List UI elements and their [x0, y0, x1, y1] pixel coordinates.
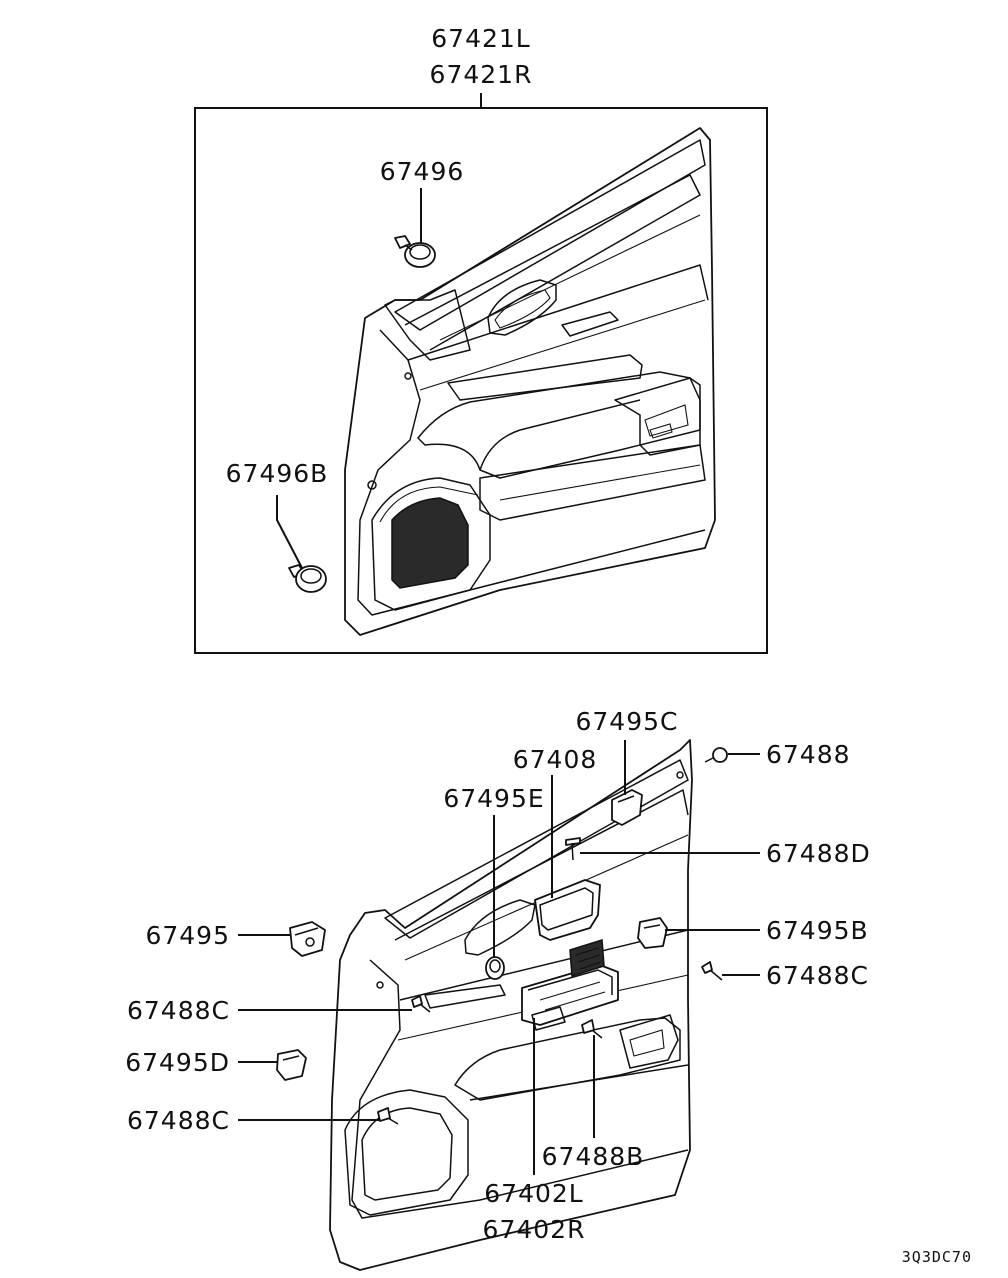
door-panel-illustration: [329, 739, 693, 1271]
label-67495b: 67495B: [766, 916, 869, 945]
clip-67495d-illustration: [276, 1049, 307, 1081]
clip-67495-illustration: [289, 921, 326, 957]
screw-67488b-illustration: [581, 1019, 603, 1039]
screw-67488c-left-lower-illustration: [377, 1107, 399, 1125]
clip-67495b-illustration: [637, 917, 668, 949]
clip-67496-illustration: [394, 235, 436, 268]
label-67488: 67488: [766, 740, 851, 769]
label-67488b: 67488B: [542, 1142, 645, 1171]
label-67495c: 67495C: [576, 707, 679, 736]
diagram-code: 3Q3DC70: [902, 1248, 972, 1266]
screw-67488-illustration: [704, 747, 728, 763]
switch-panel-illustration: [521, 939, 619, 1031]
label-67488d: 67488D: [766, 839, 871, 868]
clip-67495e-illustration: [485, 956, 505, 980]
door-trim-assembly-illustration: [344, 127, 716, 636]
label-67488c-left-lower: 67488C: [127, 1106, 230, 1135]
assembly-frame: [194, 107, 768, 654]
label-67408: 67408: [513, 745, 598, 774]
label-67488c-left-upper: 67488C: [127, 996, 230, 1025]
label-67496: 67496: [380, 157, 465, 186]
label-67495e: 67495E: [443, 784, 544, 813]
screw-67488c-right-illustration: [701, 961, 723, 981]
label-67495: 67495: [145, 921, 230, 950]
clip-67495c-illustration: [611, 789, 643, 826]
label-67402l: 67402L: [484, 1179, 583, 1208]
label-67421r: 67421R: [430, 60, 533, 89]
label-67421l: 67421L: [431, 24, 530, 53]
label-67496b: 67496B: [226, 459, 329, 488]
label-67495d: 67495D: [125, 1048, 230, 1077]
label-67488c-right: 67488C: [766, 961, 869, 990]
label-67402r: 67402R: [483, 1215, 586, 1244]
clip-67496b-illustration: [288, 564, 327, 593]
leader-67496b: [276, 495, 303, 569]
screw-67488c-left-upper-illustration: [411, 995, 431, 1013]
screw-67488d-illustration: [565, 837, 581, 861]
